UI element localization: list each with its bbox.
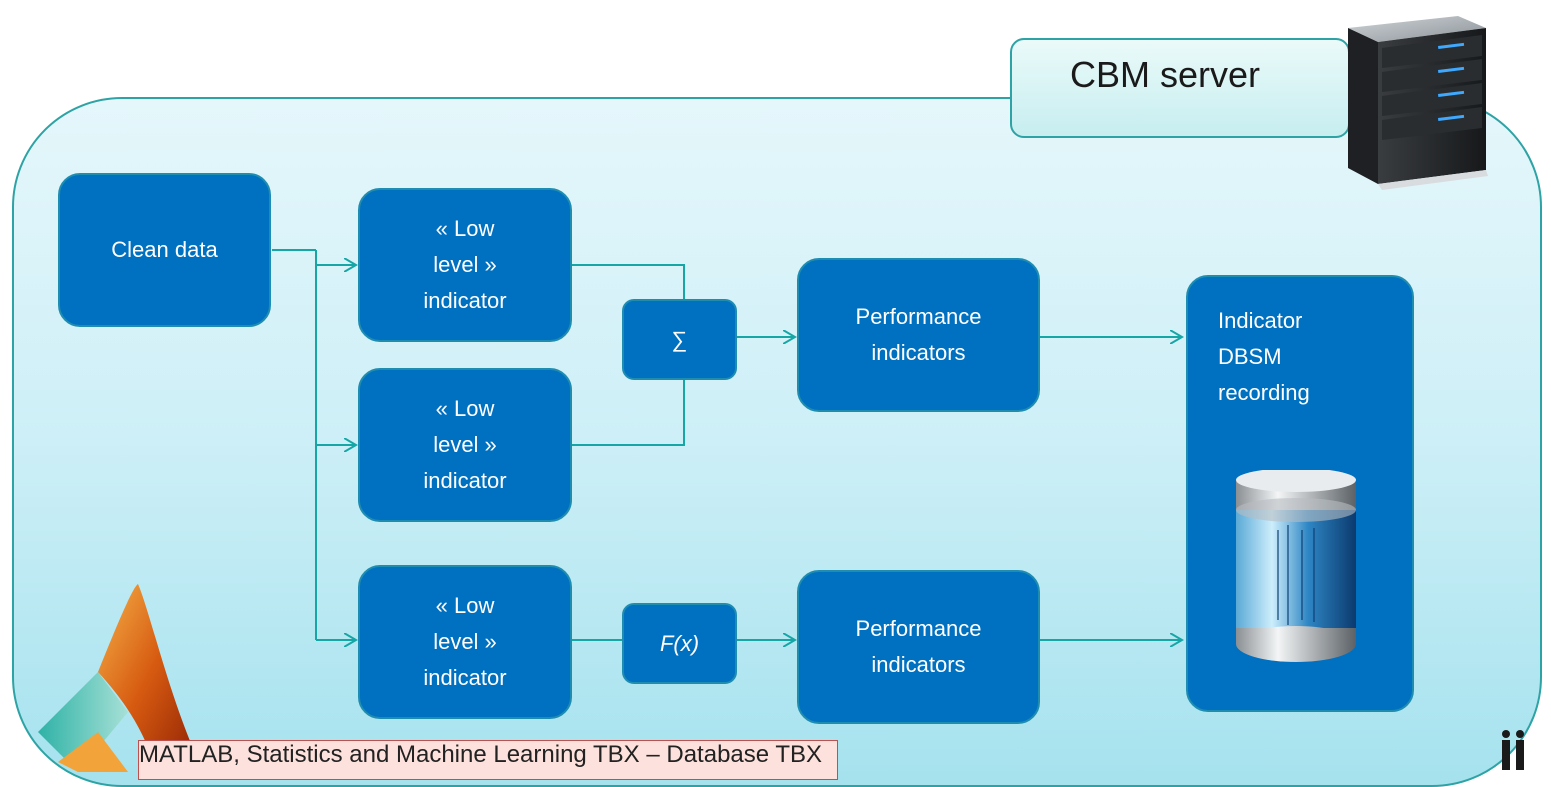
performance-indicators-node-2: Performance indicators xyxy=(797,570,1040,724)
clean-data-node: Clean data xyxy=(58,173,271,327)
sum-node: ∑ xyxy=(622,299,737,380)
toolbox-caption: MATLAB, Statistics and Machine Learning … xyxy=(138,740,838,780)
server-icon xyxy=(1348,16,1488,190)
fx-node: F(x) xyxy=(622,603,737,684)
database-icon xyxy=(1236,470,1356,662)
low-level-indicator-node-3: « Low level » indicator xyxy=(358,565,572,719)
connector-wires xyxy=(272,249,1551,764)
wire-low2-to-sum xyxy=(572,380,685,446)
performance-indicators-node-1: Performance indicators xyxy=(797,258,1040,412)
low-level-indicator-node-1: « Low level » indicator xyxy=(358,188,572,342)
matlab-logo-icon xyxy=(38,584,198,772)
cbm-server-label-text: CBM server xyxy=(1070,54,1261,95)
cbm-server-label: CBM server xyxy=(1010,38,1350,138)
low-level-indicator-node-2: « Low level » indicator xyxy=(358,368,572,522)
corner-logo-icon xyxy=(1502,730,1524,770)
wire-low1-to-sum xyxy=(572,264,685,300)
